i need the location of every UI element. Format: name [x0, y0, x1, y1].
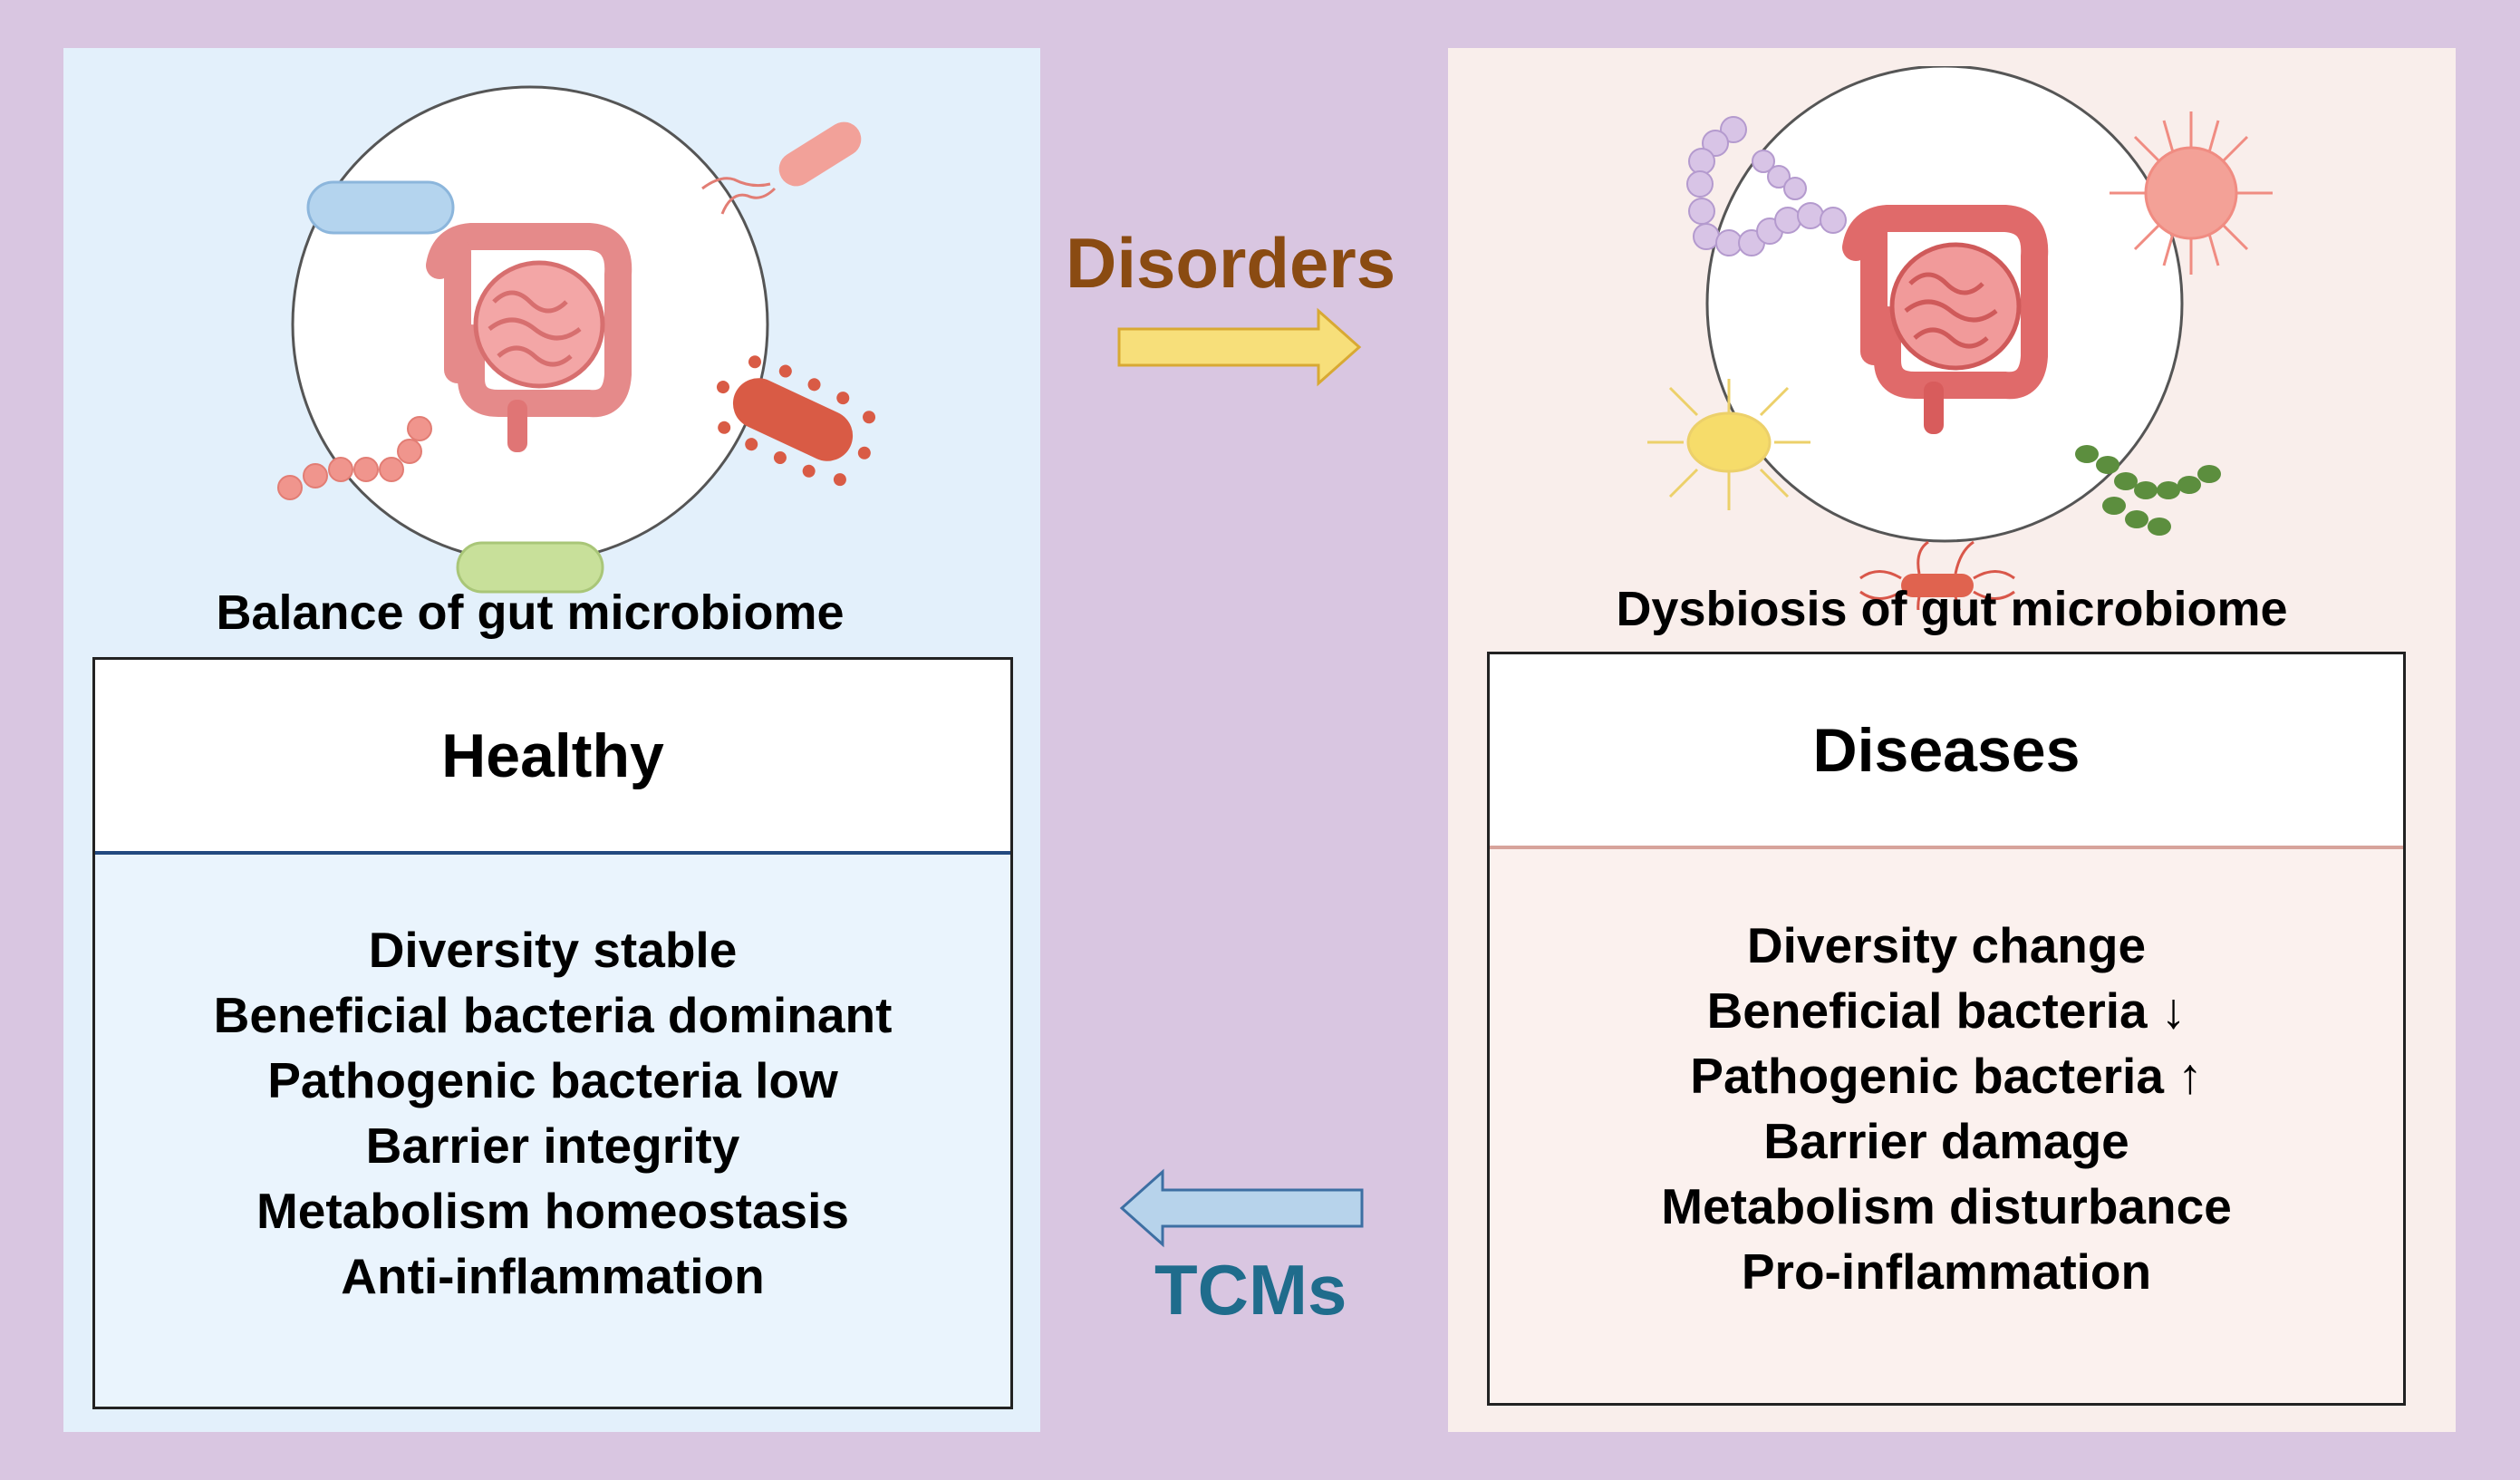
dysbiosis-microbiome-illustration — [1647, 66, 2273, 610]
bacterium-icon — [456, 541, 604, 594]
list-item: Metabolism disturbance — [1661, 1177, 2232, 1234]
tcms-arrow — [1119, 1168, 1364, 1248]
cocci-chain-icon — [277, 416, 432, 500]
list-item: Beneficial bacteria dominant — [213, 986, 893, 1043]
disease-title: Diseases — [1490, 654, 2403, 849]
disorders-label: Disorders — [1066, 223, 1396, 303]
cocci-chain-icon — [2075, 445, 2221, 536]
healthy-caption: Balance of gut microbiome — [216, 585, 845, 640]
list-item: Anti-inflammation — [341, 1247, 765, 1304]
virus-icon — [1647, 379, 1810, 510]
healthy-panel: Balance of gut microbiome Healthy Divers… — [63, 48, 1040, 1432]
disease-caption: Dysbiosis of gut microbiome — [1616, 582, 2288, 636]
disorders-arrow — [1117, 307, 1362, 387]
healthy-title: Healthy — [95, 660, 1010, 855]
intestine-icon — [1842, 205, 2049, 434]
list-item: Barrier integrity — [365, 1117, 740, 1174]
list-item: Pathogenic bacteria low — [267, 1051, 838, 1108]
list-item: Pro-inflammation — [1741, 1243, 2152, 1300]
bacterium-icon — [306, 180, 455, 235]
intestine-icon — [426, 223, 632, 452]
list-item: Pathogenic bacteria ↑ — [1690, 1047, 2203, 1104]
bacterium-icon — [1859, 540, 2015, 610]
list-item: Barrier damage — [1763, 1112, 2129, 1169]
tcms-label: TCMs — [1154, 1250, 1347, 1330]
list-item: Diversity change — [1746, 916, 2147, 973]
list-item: Metabolism homeostasis — [256, 1182, 850, 1239]
healthy-list: Diversity stable Beneficial bacteria dom… — [95, 855, 1010, 1407]
disease-panel: Dysbiosis of gut microbiome Diseases Div… — [1448, 48, 2456, 1432]
cocci-chain-icon — [1686, 116, 1847, 256]
healthy-box: Healthy Diversity stable Beneficial bact… — [92, 657, 1013, 1409]
bacterium-icon — [701, 121, 862, 215]
list-item: Beneficial bacteria ↓ — [1706, 982, 2187, 1039]
disease-box: Diseases Diversity change Beneficial bac… — [1487, 652, 2406, 1406]
healthy-microbiome-illustration — [277, 85, 876, 594]
healthy-title-text: Healthy — [441, 721, 664, 790]
bacterium-icon — [716, 355, 876, 487]
virus-icon — [2110, 111, 2273, 275]
list-item: Diversity stable — [368, 921, 738, 978]
disease-list: Diversity change Beneficial bacteria ↓ P… — [1490, 849, 2403, 1403]
disease-title-text: Diseases — [1812, 715, 2081, 785]
